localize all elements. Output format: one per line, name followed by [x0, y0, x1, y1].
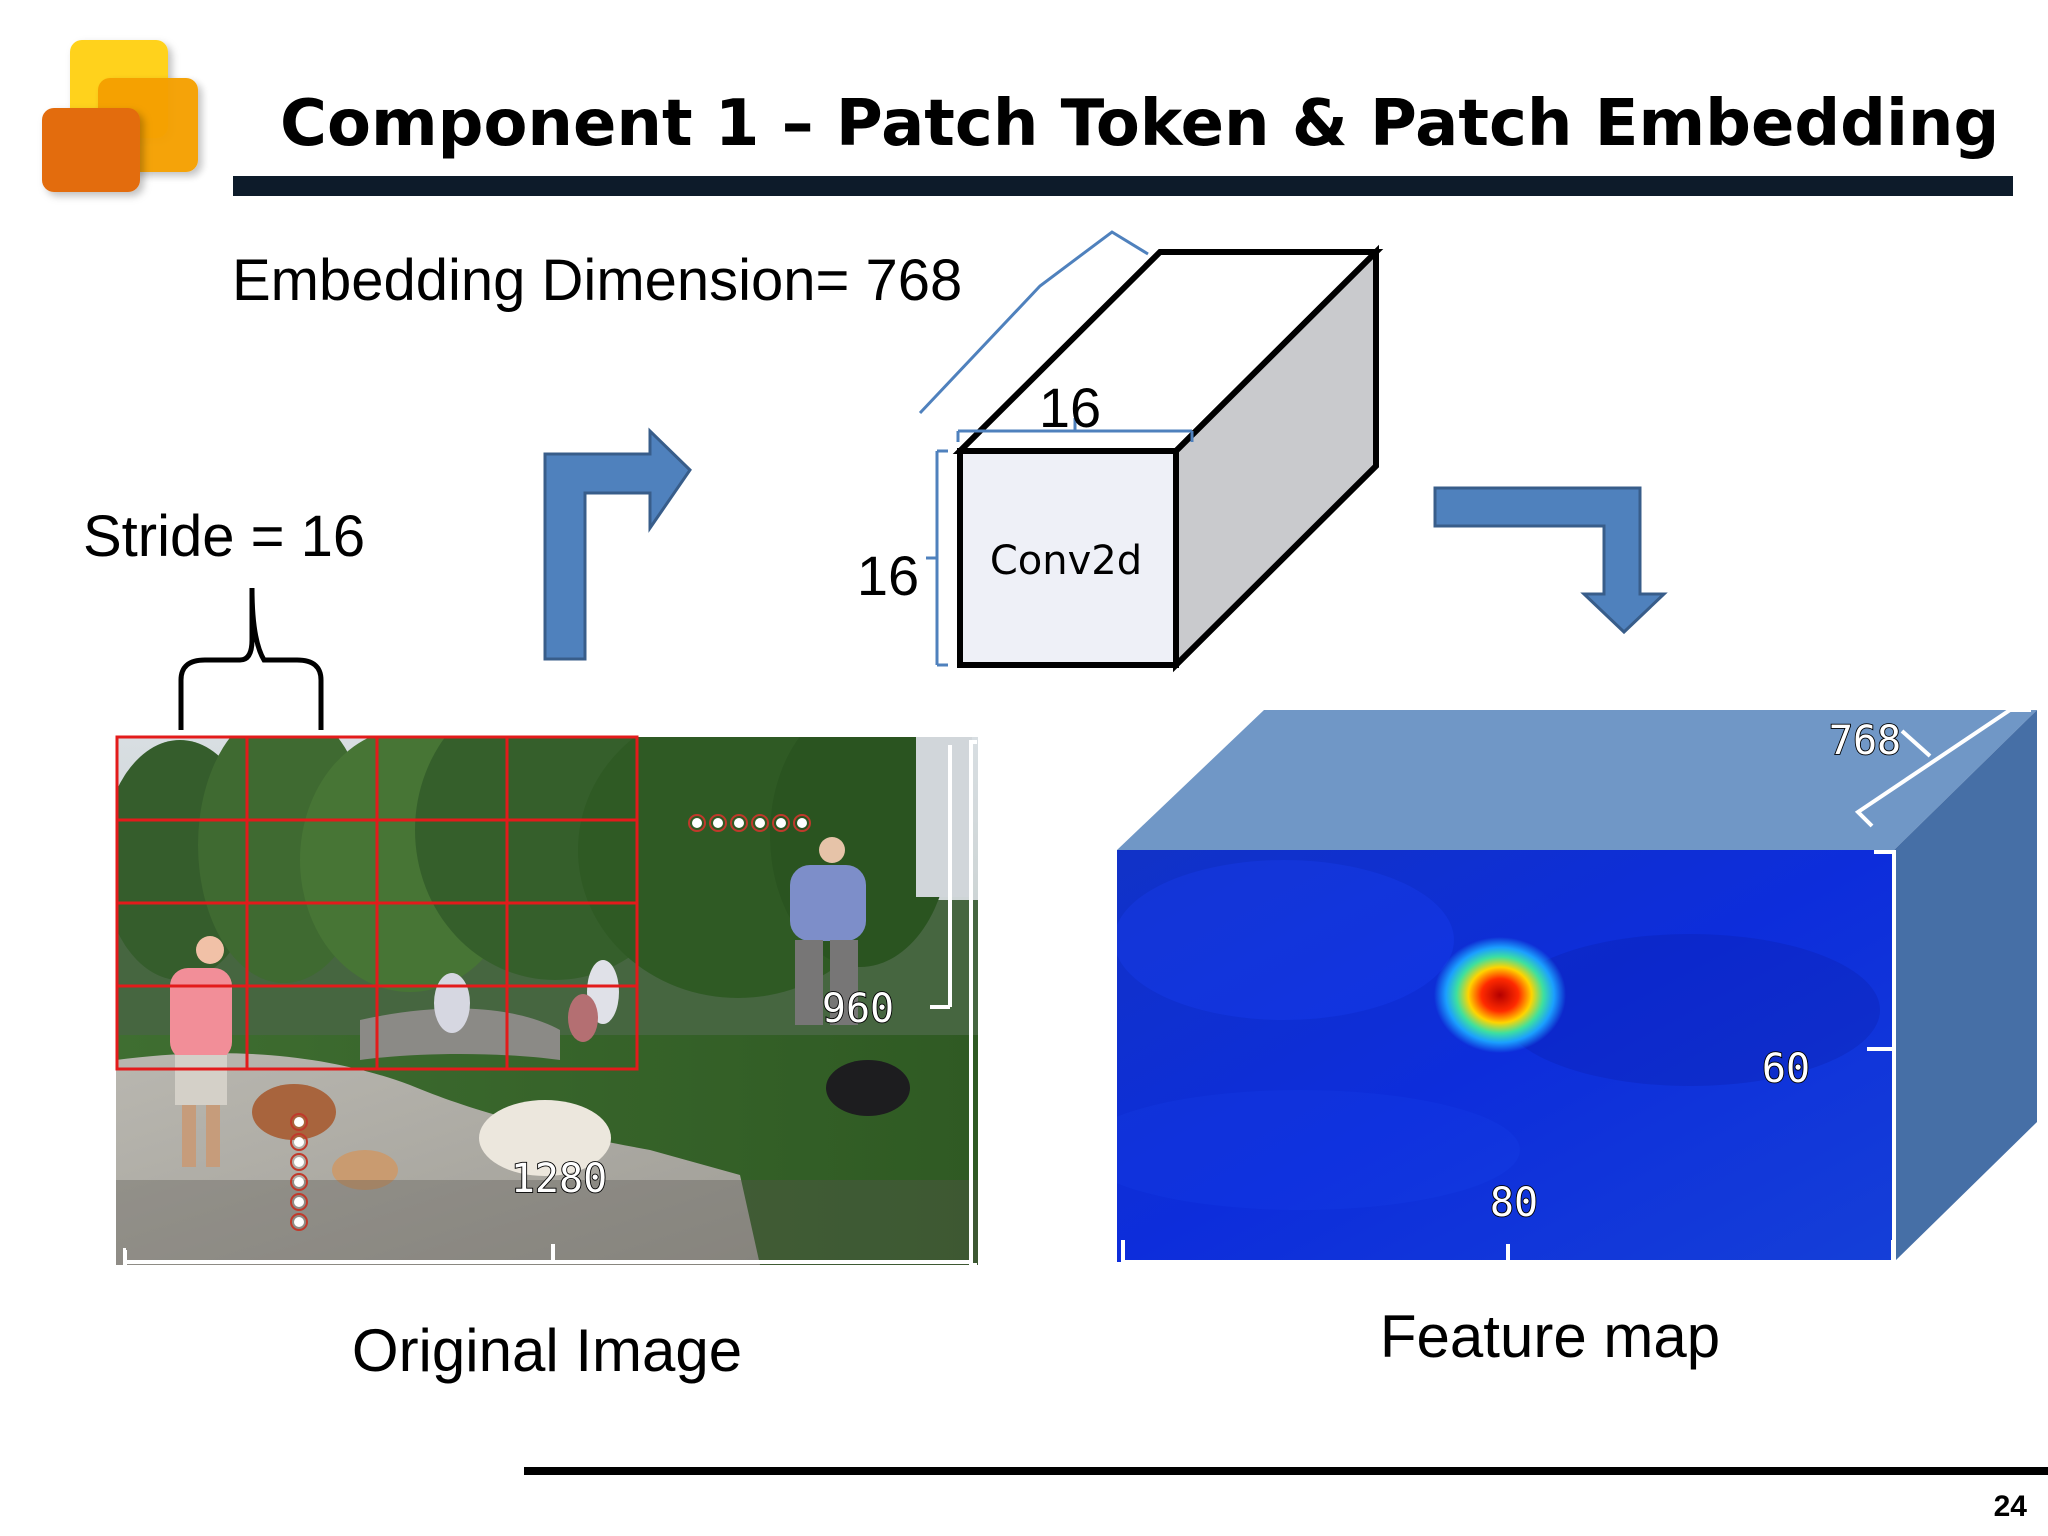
conv2d-front-face	[957, 448, 1179, 668]
image-width-label: 1280	[511, 1156, 607, 1202]
stride-label: Stride = 16	[83, 504, 365, 569]
footer-rule	[524, 1467, 2048, 1475]
feature-map-side-face	[1894, 710, 2037, 1262]
arrow-up-right	[543, 427, 692, 661]
grid-continuation-dots-horizontal	[688, 814, 811, 832]
original-image: 960 1280	[115, 735, 978, 1267]
feature-width-bracket	[1121, 1240, 1895, 1264]
patch-grid	[115, 735, 639, 1071]
image-height-label: 960	[822, 986, 894, 1032]
image-height-bracket	[930, 745, 952, 1009]
feature-width-label: 80	[1490, 1180, 1538, 1226]
conv2d-label: Conv2d	[990, 538, 1142, 584]
kernel-side-size-label: 16	[857, 544, 919, 607]
logo-square-deep-orange	[42, 108, 140, 192]
image-size-brackets	[123, 740, 977, 1267]
conv-side-height-bracket	[926, 449, 948, 667]
original-image-caption: Original Image	[352, 1317, 742, 1384]
feature-map-caption: Feature map	[1380, 1303, 1720, 1370]
feature-map-heatmap	[1117, 850, 1894, 1262]
kernel-top-size-label: 16	[1039, 376, 1101, 439]
slide-logo	[42, 40, 198, 192]
feature-map-top-face	[1117, 710, 2037, 850]
feature-height-label: 60	[1762, 1046, 1810, 1092]
feature-depth-label: 768	[1829, 718, 1901, 764]
feature-map-block: 768 60 80	[1117, 708, 2037, 1264]
page-number: 24	[1994, 1490, 2028, 1523]
slide-title: Component 1 – Patch Token & Patch Embedd…	[280, 87, 1999, 161]
feature-depth-bracket	[1854, 708, 2031, 828]
conv-top-width-bracket-ticks	[956, 418, 1194, 442]
arrow-right-down	[1433, 486, 1668, 635]
embedding-dimension-label: Embedding Dimension= 768	[232, 248, 962, 313]
stride-brace	[178, 587, 324, 730]
grid-continuation-dots-vertical	[290, 1113, 308, 1231]
conv2d-block: Conv2d 16 16	[857, 230, 1384, 673]
embedding-dimension-bracket	[918, 230, 1149, 415]
image-width-bracket	[127, 1244, 970, 1264]
title-underline	[233, 176, 2013, 196]
